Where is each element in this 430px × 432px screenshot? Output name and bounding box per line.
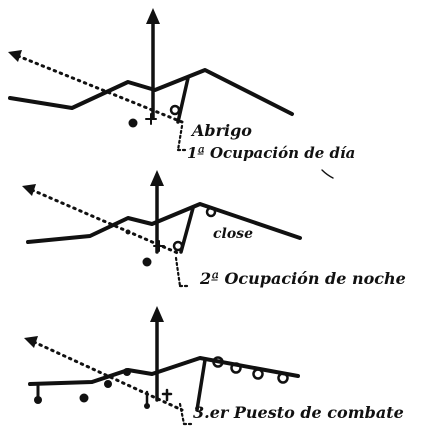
stake-dot-left xyxy=(34,396,42,404)
soldier-ring-1 xyxy=(169,104,181,116)
line-of-fire-arrowhead-1 xyxy=(8,50,22,62)
soldier-mark-3e xyxy=(161,388,173,402)
panel-3: 3.er Puesto de combate xyxy=(24,306,404,426)
vertical-arrowhead-1 xyxy=(146,8,160,24)
soldier-dot-3b xyxy=(104,380,112,388)
panel-2: close 2ª Ocupación de noche xyxy=(22,170,406,288)
soldier-ring-3d xyxy=(277,372,289,384)
caption-panel-1: 1ª Ocupación de día xyxy=(187,144,355,162)
soldier-ring-3c xyxy=(252,368,264,380)
soldier-dot-3c xyxy=(123,368,131,376)
position-mark-2 xyxy=(153,240,165,252)
pencil-mark xyxy=(321,169,334,179)
soldier-ring-2b xyxy=(205,206,217,218)
soldier-dot-1 xyxy=(128,118,138,128)
soldier-ring-3b xyxy=(230,362,242,374)
line-of-fire-2 xyxy=(30,188,182,256)
soldier-dot-2 xyxy=(142,257,152,267)
line-of-fire-3 xyxy=(32,340,184,412)
vertical-arrowhead-3 xyxy=(150,306,164,322)
shelter-label: Abrigo xyxy=(190,121,252,140)
caption-panel-3: 3.er Puesto de combate xyxy=(193,403,404,422)
soldier-dot-3d xyxy=(144,403,150,409)
terrain-profile-1 xyxy=(8,68,294,116)
parapet-stroke-1 xyxy=(176,76,190,124)
line-of-fire-arrowhead-2 xyxy=(22,184,36,196)
combat-bracket xyxy=(178,402,194,426)
shelter-bracket xyxy=(176,124,190,152)
soldier-point-2 xyxy=(125,229,131,235)
soldier-dot-3a xyxy=(79,393,89,403)
parapet-stroke-3 xyxy=(195,358,207,412)
vertical-arrowhead-2 xyxy=(150,170,164,186)
soldier-ring-3a xyxy=(212,356,224,368)
panel-1: Abrigo 1ª Ocupación de día xyxy=(8,8,355,179)
night-bracket xyxy=(174,256,192,288)
caption-panel-2: 2ª Ocupación de noche xyxy=(199,269,406,288)
terrain-profile-2 xyxy=(26,202,302,244)
position-mark-1 xyxy=(145,113,157,125)
terrain-profile-3 xyxy=(28,356,300,386)
line-of-fire-arrowhead-3 xyxy=(24,336,38,348)
soldier-ring-2a xyxy=(172,240,184,252)
close-label: close xyxy=(213,226,253,242)
